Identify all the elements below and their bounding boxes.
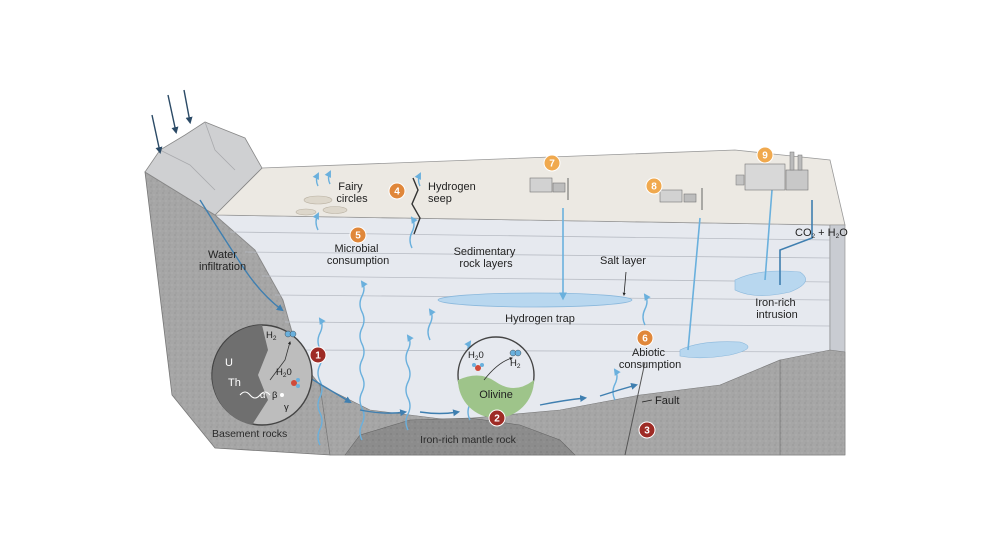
inset-alpha-label: α xyxy=(260,390,266,401)
label-hydrogen-trap: Hydrogen trap xyxy=(505,313,575,325)
svg-text:5: 5 xyxy=(355,231,361,242)
inset-h2-label: H2 xyxy=(266,330,277,342)
hydrogen-seep-crack xyxy=(411,177,421,235)
serpentinization-inset xyxy=(457,336,535,418)
svg-text:9: 9 xyxy=(762,151,768,162)
label-abiotic-consumption: Abiotic consumption xyxy=(619,347,681,371)
inset-h2o-label: H20 xyxy=(276,367,292,379)
svg-text:3: 3 xyxy=(644,426,650,437)
industrial-plant-9 xyxy=(735,151,809,191)
label-iron-rich-mantle-rock: Iron-rich mantle rock xyxy=(420,434,516,446)
label-salt-layer: Salt layer xyxy=(600,255,646,267)
intrusion-sill xyxy=(679,341,749,359)
extraction-facility-8 xyxy=(659,188,703,210)
svg-text:1: 1 xyxy=(315,351,321,362)
fault-pointer xyxy=(641,399,653,403)
badge-8: 8 xyxy=(645,177,663,195)
extraction-facility-7 xyxy=(529,177,569,200)
right-basement-wedge xyxy=(779,349,846,456)
svg-text:2: 2 xyxy=(494,414,500,425)
label-hydrogen-seep: Hydrogen seep xyxy=(428,181,479,205)
label-olivine: Olivine xyxy=(479,389,513,401)
label-water-infiltration: Water infiltration xyxy=(199,249,246,273)
rain-arrows xyxy=(151,89,193,155)
inset2-h2-label: H2 xyxy=(510,358,521,370)
label-sedimentary-rock-layers: Sedimentary rock layers xyxy=(454,246,519,270)
badge-3: 3 xyxy=(638,421,656,439)
inset-uranium-label: U xyxy=(225,357,233,369)
fault-line xyxy=(624,361,646,456)
fairy-circles-marks xyxy=(295,195,348,216)
badge-6: 6 xyxy=(636,329,654,347)
badge-2: 2 xyxy=(488,409,506,427)
inset-gamma-label: γ xyxy=(284,402,289,413)
inset-beta-label: β xyxy=(272,390,278,401)
label-fairy-circles: Fairy circles xyxy=(336,181,368,205)
inset-thorium-label: Th xyxy=(228,377,241,389)
hydrogen-trap-lens xyxy=(437,292,633,308)
label-fault: Fault xyxy=(655,395,679,407)
label-basement-rocks: Basement rocks xyxy=(212,428,287,440)
label-microbial-consumption: Microbial consumption xyxy=(327,243,389,267)
badge-7: 7 xyxy=(543,154,561,172)
label-iron-rich-intrusion: Iron-rich intrusion xyxy=(755,297,798,321)
wells xyxy=(559,189,813,351)
svg-text:6: 6 xyxy=(642,334,648,345)
svg-text:4: 4 xyxy=(394,187,400,198)
svg-text:7: 7 xyxy=(549,159,555,170)
inset2-h2o-label: H20 xyxy=(468,350,484,362)
badge-9: 9 xyxy=(756,146,774,164)
radiolysis-inset xyxy=(211,324,313,426)
water-infiltration-arrows xyxy=(199,199,639,417)
badge-1: 1 xyxy=(309,346,327,364)
mountain xyxy=(144,121,263,216)
svg-text:8: 8 xyxy=(651,182,657,193)
salt-layer-pointer xyxy=(622,271,627,296)
iron-rich-intrusion-pool xyxy=(734,270,806,296)
badge-5: 5 xyxy=(349,226,367,244)
badge-4: 4 xyxy=(388,182,406,200)
label-co2-h2o: CO2 + H2O xyxy=(795,227,848,240)
